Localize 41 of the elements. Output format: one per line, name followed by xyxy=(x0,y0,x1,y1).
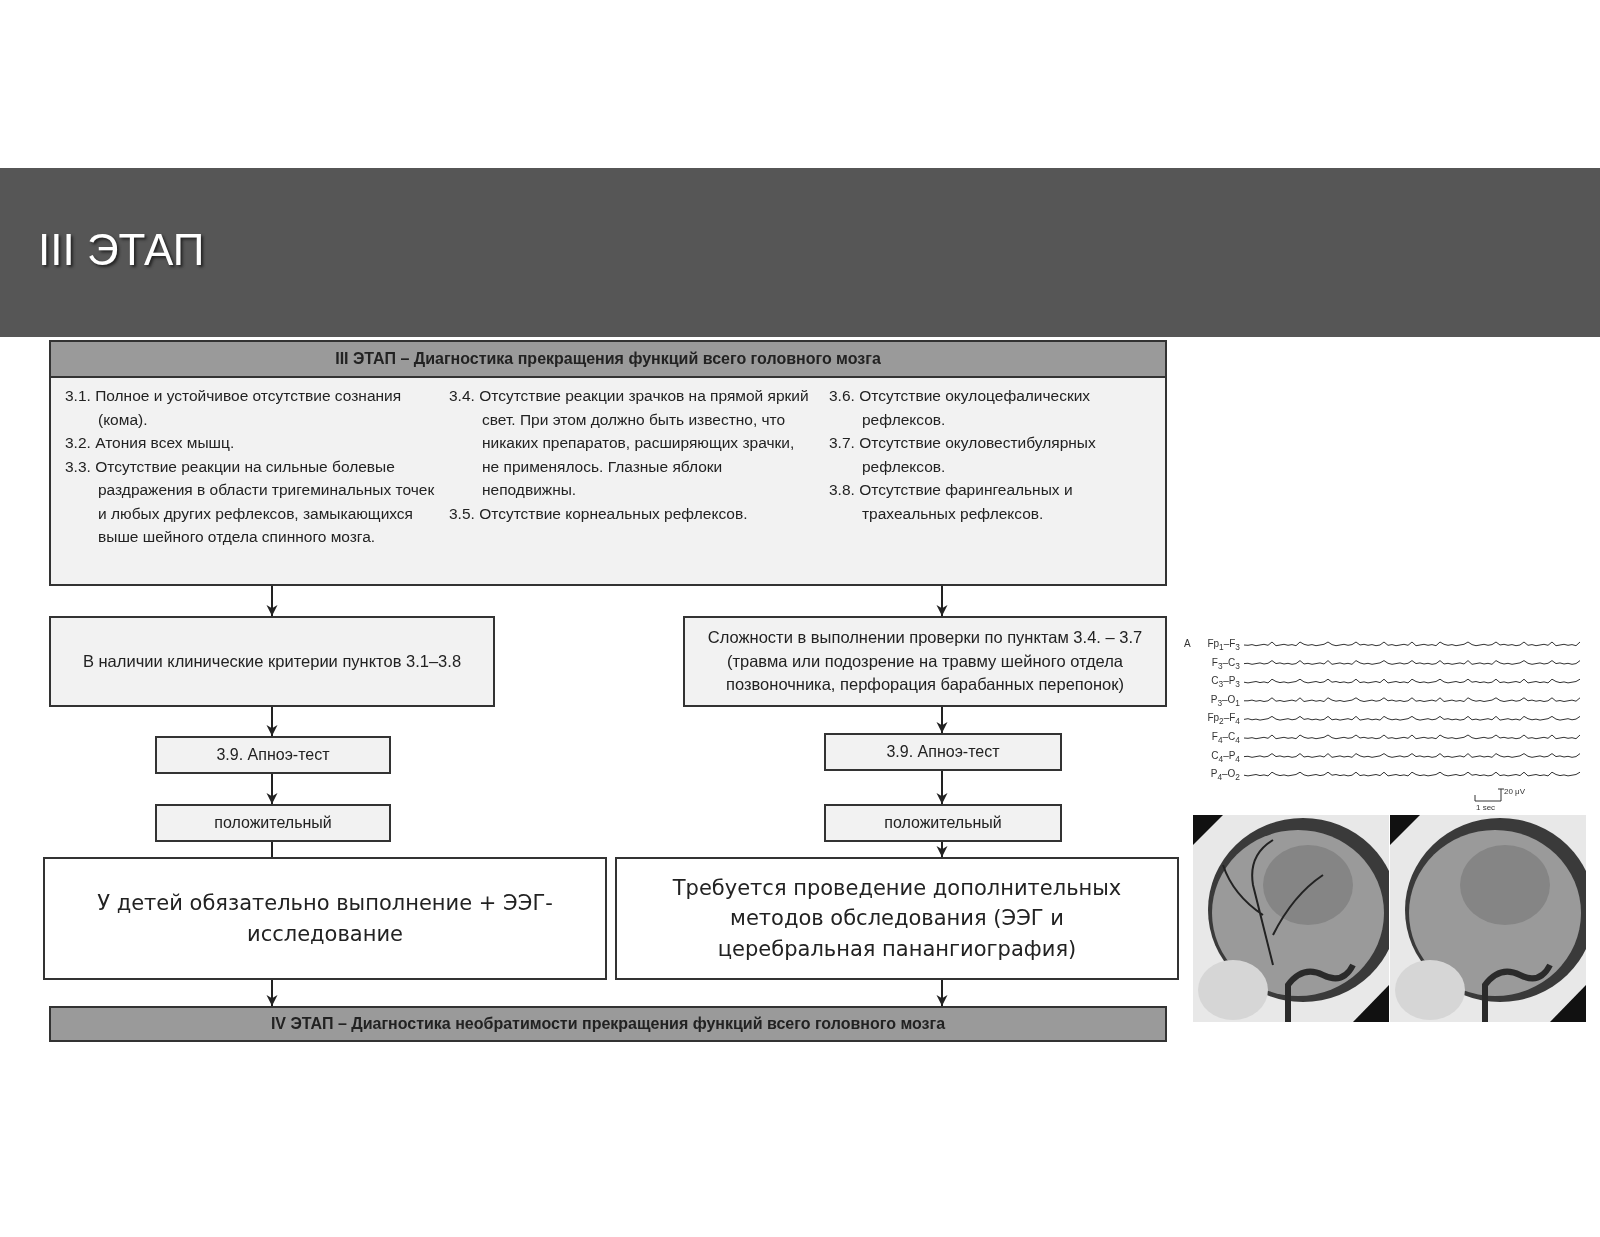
process-box: В наличии клинические критерии пунктов 3.1–3.8 xyxy=(49,616,495,707)
arrow xyxy=(266,706,278,737)
criteria-item: 3.2. Атония всех мышц. xyxy=(65,433,236,453)
panel-letter: A xyxy=(1184,638,1191,649)
channel-label: F$_{4}$–C$_{4}$ xyxy=(1211,730,1240,747)
slide-title: III ЭТАП xyxy=(38,225,205,275)
criteria-item: 3.3. Отсутствие реакции на сильные болевые раздражения в области тригеминальных точек и любых других рефлексов, замыкающихся выше шейного отдела спинного мозга. xyxy=(65,456,435,547)
criteria-item: 3.7. Отсутствие окуловестибулярных рефлексов. xyxy=(829,433,1097,477)
arrow xyxy=(266,585,278,617)
criteria-item: 3.6. Отсутствие окулоцефалических рефлексов. xyxy=(829,386,1092,430)
note-box: У детей обязательно выполнение + ЭЭГ-исследование xyxy=(43,857,607,980)
note-box: Требуется проведение дополнительных методов обследования (ЭЭГ и церебральная панангиография) xyxy=(615,857,1179,980)
criteria-item: 3.5. Отсутствие корнеальных рефлексов. xyxy=(449,503,749,524)
arrow xyxy=(936,585,948,617)
arrow xyxy=(936,706,948,734)
channel-label: P$_{3}$–O$_{1}$ xyxy=(1210,692,1240,710)
arrow xyxy=(936,979,948,1007)
channel-label: C$_{3}$–P$_{3}$ xyxy=(1211,674,1240,692)
channel-label: Fp$_{1}$–F$_{3}$ xyxy=(1207,637,1240,654)
channel-label: Fp$_{2}$–F$_{4}$ xyxy=(1207,711,1240,729)
arrow xyxy=(936,770,948,805)
arrow xyxy=(266,979,278,1007)
criteria-item: 3.1. Полное и устойчивое отсутствие сознания (кома). xyxy=(65,386,403,430)
connector-line xyxy=(271,841,273,858)
arrow xyxy=(266,773,278,805)
process-box: 3.9. Апноэ-тест xyxy=(824,733,1062,771)
process-box: Сложности в выполнении проверки по пунктам 3.4. – 3.7 (травма или подозрение на травму шейного отдела позвоночника, перфорация барабанных перепонок) xyxy=(683,616,1167,707)
arrow xyxy=(936,841,948,858)
process-box: положительный xyxy=(824,804,1062,842)
stage-bar: IV ЭТАП – Диагностика необратимости прекращения функций всего головного мозга xyxy=(49,1006,1167,1042)
channel-label: C$_{4}$–P$_{4}$ xyxy=(1211,748,1240,766)
scale-label: 1 sec xyxy=(1476,802,1496,812)
criteria-panel xyxy=(49,340,1167,586)
panel-heading: III ЭТАП – Диагностика прекращения функций всего головного мозга xyxy=(51,342,1165,378)
criteria-item: 3.8. Отсутствие фарингеальных и трахеальных рефлексов. xyxy=(829,480,1074,524)
process-box: 3.9. Апноэ-тест xyxy=(155,736,391,774)
channel-label: F$_{3}$–C$_{3}$ xyxy=(1211,655,1240,673)
channel-label: P$_{4}$–O$_{2}$ xyxy=(1210,767,1240,785)
criteria-item: 3.4. Отсутствие реакции зрачков на прямой яркий свет. При этом должно быть известно, что никаких препаратов, расширяющих зрачки, не применялось. Глазные яблоки неподвижны. xyxy=(449,386,809,500)
process-box: положительный xyxy=(155,804,391,842)
scale-label: 20 μV xyxy=(1504,786,1526,796)
